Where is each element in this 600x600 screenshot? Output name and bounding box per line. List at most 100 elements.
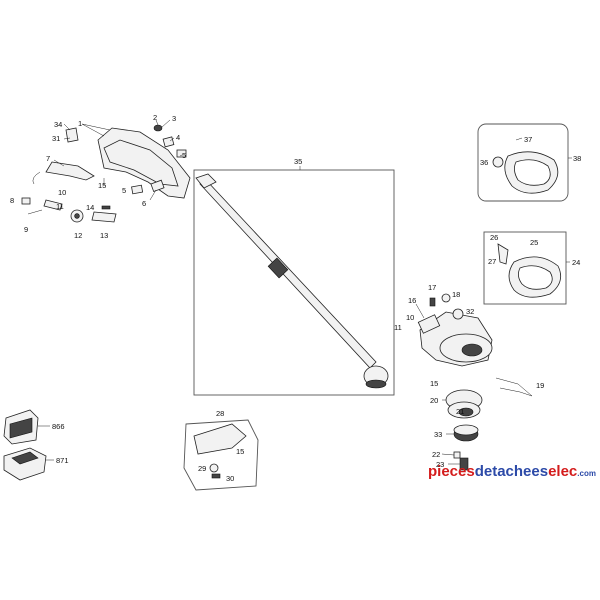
wire-9: [27, 209, 43, 215]
cap-22: [453, 451, 461, 459]
leader-22: [441, 453, 455, 456]
shaft-collar: [267, 257, 289, 279]
battery-866-cells: [9, 417, 33, 439]
spool-21: [458, 407, 474, 417]
charger-871: [3, 447, 47, 481]
leader-5a: [179, 154, 183, 157]
charger-871-slot: [11, 451, 39, 465]
leader-4: [169, 137, 175, 142]
leader-1: [81, 123, 111, 137]
leader-16: [415, 303, 425, 319]
part-label-37: 37: [524, 135, 532, 144]
head-spool-cap: [461, 343, 483, 357]
part-label-2: 2: [153, 113, 157, 122]
part-label-33: 33: [434, 430, 442, 439]
switch-cover-34: [65, 127, 79, 143]
cover-28-frame: [183, 419, 259, 491]
trigger-7: [45, 161, 95, 181]
part-label-32: 32: [466, 307, 474, 316]
part-labels: 1 2 3 4 5 5 6 7 8 9 10 11 12 13 14 15 31…: [10, 113, 581, 483]
connector-8: [21, 197, 31, 205]
part-label-5a: 5: [182, 151, 186, 160]
bushing-32: [452, 308, 464, 320]
spool-33-rim: [453, 424, 479, 436]
part-label-35: 35: [294, 157, 302, 166]
gear-12-hub: [74, 213, 80, 219]
part-label-10b: 10: [406, 313, 414, 322]
guard-24-group: [483, 231, 570, 305]
part-label-16: 16: [408, 296, 416, 305]
watermark-part-1: pieces: [428, 463, 475, 480]
battery-contact-11: [43, 199, 63, 211]
part-label-15b: 15: [430, 379, 438, 388]
leader-2: [155, 119, 159, 126]
housing-part-4: [162, 136, 175, 148]
guard-24-inner: [518, 265, 553, 290]
leader-7: [53, 159, 65, 167]
leader-3: [161, 119, 171, 128]
part-label-30: 30: [226, 474, 234, 483]
nut-18: [441, 293, 451, 303]
part-label-17: 17: [428, 283, 436, 292]
trigger-wire: [32, 171, 41, 185]
watermark: piecesdetacheeselec.com: [428, 463, 596, 480]
part-label-12: 12: [74, 231, 82, 240]
part-label-7: 7: [46, 154, 50, 163]
guard-24-frame: [483, 231, 567, 305]
guard-38-frame: [477, 123, 569, 202]
part-label-34: 34: [54, 120, 62, 129]
part-label-36: 36: [480, 158, 488, 167]
screw-30: [211, 473, 221, 479]
knob-29: [209, 463, 219, 473]
part-label-31: 31: [52, 134, 60, 143]
pin-17: [429, 297, 436, 307]
trimmer-head-group: [415, 293, 533, 471]
part-label-5b: 5: [122, 186, 126, 195]
watermark-suffix: .com: [577, 469, 596, 478]
watermark-part-3: elec: [548, 463, 577, 480]
part-label-11b: 11: [394, 323, 402, 332]
screw-14: [101, 205, 111, 210]
coupler-16: [417, 314, 441, 334]
part-label-3: 3: [172, 114, 176, 123]
part-label-871: 871: [56, 456, 69, 465]
housing-inner: [103, 139, 179, 187]
charger-871-group: [3, 447, 54, 481]
wire-guard-19: [495, 377, 533, 397]
part-label-9: 9: [24, 225, 28, 234]
leader-31: [63, 137, 71, 140]
shaft-tube: [199, 179, 377, 369]
battery-866-group: [3, 409, 50, 445]
housing-part-5b: [131, 184, 144, 195]
part-label-28: 28: [216, 409, 224, 418]
part-label-6: 6: [142, 199, 146, 208]
part-label-18: 18: [452, 290, 460, 299]
part-label-8: 8: [10, 196, 14, 205]
part-label-29: 29: [198, 464, 206, 473]
part-label-21: 21: [456, 407, 464, 416]
bolt-36: [492, 156, 504, 168]
bracket-26: [497, 243, 509, 265]
motor-housing-group: [21, 119, 191, 223]
part-label-24: 24: [572, 258, 580, 267]
housing-part-5a: [176, 149, 187, 158]
part-label-38: 38: [573, 154, 581, 163]
shaft-frame: [193, 169, 395, 396]
part-label-26: 26: [490, 233, 498, 242]
part-label-13: 13: [100, 231, 108, 240]
housing-part-6: [150, 179, 165, 192]
part-label-25: 25: [530, 238, 538, 247]
part-label-15c: 15: [236, 447, 244, 456]
leader-37: [515, 137, 523, 141]
spring-2: [153, 124, 163, 132]
cover-28: [193, 423, 247, 455]
part-label-4: 4: [176, 133, 180, 142]
watermark-part-2: detachees: [475, 463, 548, 480]
part-label-1: 1: [78, 119, 82, 128]
shaft-assembly-group: [193, 166, 395, 396]
guard-38-inner: [514, 159, 551, 186]
leader-6: [149, 189, 157, 201]
shaft-lower-cap: [365, 379, 387, 389]
guard-38-group: [477, 123, 572, 202]
